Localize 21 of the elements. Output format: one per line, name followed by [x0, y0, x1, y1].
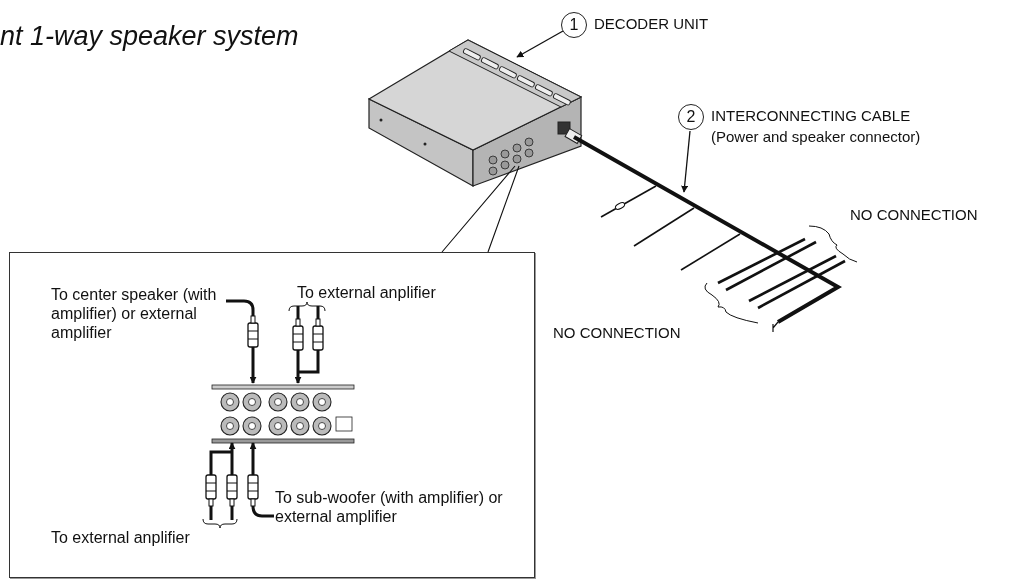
plug-cable-arrow	[226, 299, 257, 384]
leader-arrow	[516, 30, 564, 58]
plug-cable-arrow	[249, 442, 274, 518]
callout-number: 2	[678, 104, 704, 130]
callout-number: 1	[561, 12, 587, 38]
plug-cable-arrow	[228, 442, 236, 520]
leader-arrow	[681, 130, 691, 193]
part-label: (Power and speaker connector)	[711, 128, 921, 145]
connection-note: To center speaker (with amplifier) or external amplifier	[51, 285, 226, 343]
rear-panel-drawing	[212, 385, 354, 443]
connection-note: To external anplifier	[297, 283, 477, 303]
plug-cable-arrow	[294, 306, 302, 384]
note-label: NO CONNECTION	[850, 206, 978, 224]
connection-note: To external anplifier	[51, 528, 236, 548]
part-label: INTERCONNECTING CABLE	[711, 107, 911, 124]
title: nt 1-way speaker system	[0, 20, 299, 53]
note-label: NO CONNECTION	[553, 324, 681, 342]
part-label: DECODER UNIT	[594, 15, 709, 32]
inset-frame	[9, 252, 535, 578]
connection-note: To sub-woofer (with amplifier) or external amplifier	[275, 488, 530, 527]
zoom-lines	[441, 165, 520, 253]
